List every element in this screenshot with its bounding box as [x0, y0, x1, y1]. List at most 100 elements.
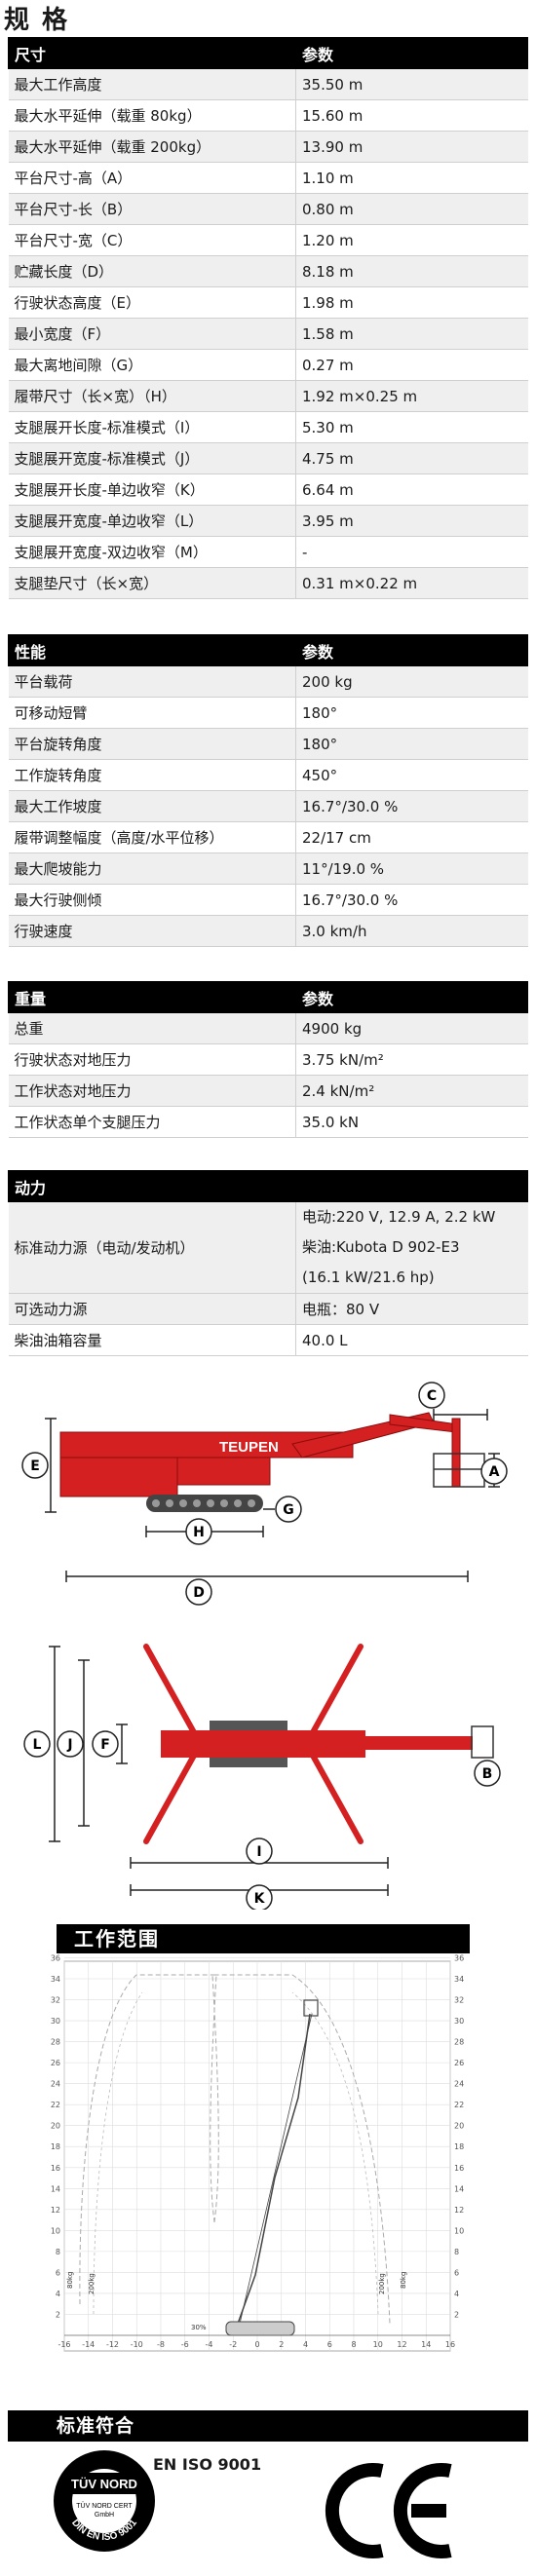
dimensions-name-cell: 支腿展开宽度-双边收窄（M） — [8, 536, 296, 568]
track-wheel — [179, 1499, 187, 1507]
y-tick-label: 32 — [454, 1996, 464, 2005]
dimension-label-j: J — [57, 1730, 84, 1758]
dimensions-value-cell: 8.18 m — [295, 255, 528, 287]
table-row: 行驶状态高度（E）1.98 m — [8, 286, 528, 319]
tuv-nord-seal-icon: TÜV NORD TÜV NORD CERT GmbH DIN EN ISO 9… — [54, 2450, 155, 2552]
performance-header-name: 性能 — [8, 634, 296, 666]
dimension-label-k: K — [246, 1884, 273, 1910]
x-tick-label: 14 — [421, 2340, 431, 2349]
svg-text:B: B — [482, 1766, 493, 1782]
performance-name-cell: 平台载荷 — [8, 665, 296, 698]
performance-value-cell: 450° — [295, 759, 528, 791]
y-tick-label: 36 — [454, 1953, 464, 1962]
table-row: 平台尺寸-长（B）0.80 m — [8, 193, 528, 225]
dimensions-value-cell: - — [295, 536, 528, 568]
dimensions-name-cell: 最小宽度（F） — [8, 318, 296, 350]
dimensions-name-cell: 行驶状态高度（E） — [8, 286, 296, 319]
working-envelope-inner — [93, 1991, 379, 2315]
y-tick-label: 26 — [51, 2059, 60, 2067]
dimensions-name-cell: 支腿展开宽度-标准模式（J） — [8, 442, 296, 474]
dimension-lines — [45, 1409, 500, 1582]
svg-text:F: F — [100, 1737, 110, 1753]
table-row: 最大离地间隙（G）0.27 m — [8, 349, 528, 381]
y-tick-label: 6 — [454, 2268, 459, 2277]
performance-name-cell: 可移动短臂 — [8, 697, 296, 729]
standards-title: 标准符合 — [8, 2410, 528, 2442]
table-row: 贮藏长度（D）8.18 m — [8, 255, 528, 287]
tuv-subtitle-2: GmbH — [95, 2512, 114, 2519]
annotation-80kg-right: 80kg — [400, 2272, 407, 2289]
weight-header-value: 参数 — [295, 981, 528, 1013]
annotation-200kg-right: 200kg — [378, 2273, 386, 2294]
y-tick-label: 2 — [454, 2310, 459, 2319]
performance-header-value: 参数 — [295, 634, 528, 666]
dimension-label-h: H — [185, 1518, 212, 1545]
x-tick-label: -14 — [82, 2340, 95, 2349]
svg-text:K: K — [254, 1891, 266, 1907]
track-wheel — [193, 1499, 201, 1507]
svg-text:I: I — [256, 1844, 261, 1860]
annotation-200kg-left: 200kg — [88, 2273, 96, 2294]
table-row: 支腿展开长度-单边收窄（K）6.64 m — [8, 474, 528, 506]
performance-value-cell: 22/17 cm — [295, 821, 528, 853]
weight-value-cell: 3.75 kN/m² — [295, 1043, 528, 1076]
performance-name-cell: 最大工作坡度 — [8, 790, 296, 822]
table-row: 支腿垫尺寸（长×宽）0.31 m×0.22 m — [8, 567, 528, 599]
weight-name-cell: 总重 — [8, 1012, 296, 1044]
performance-name-cell: 最大爬坡能力 — [8, 852, 296, 885]
dimension-label-a: A — [480, 1458, 508, 1485]
dimension-label-c: C — [418, 1382, 445, 1409]
y-tick-label: 20 — [454, 2122, 464, 2131]
svg-text:L: L — [33, 1737, 42, 1753]
table-row: 最大水平延伸（载重 200kg）13.90 m — [8, 131, 528, 163]
y-tick-label: 16 — [51, 2164, 60, 2173]
svg-text:G: G — [283, 1502, 294, 1518]
dimensions-value-cell: 0.27 m — [295, 349, 528, 381]
dimensions-value-cell: 3.95 m — [295, 505, 528, 537]
y-tick-label: 6 — [56, 2268, 60, 2277]
power-standard-label: 标准动力源（电动/发动机） — [8, 1201, 296, 1294]
machine-top-body — [161, 1725, 494, 1759]
y-tick-label: 30 — [51, 2017, 60, 2026]
performance-value-cell: 3.0 km/h — [295, 915, 528, 947]
table-row: 支腿展开宽度-标准模式（J）4.75 m — [8, 442, 528, 474]
y-tick-label: 4 — [454, 2290, 459, 2298]
dimensions-name-cell: 平台尺寸-高（A） — [8, 162, 296, 194]
power-line-output: (16.1 kW/21.6 hp) — [302, 1269, 435, 1286]
dimension-label-d: D — [185, 1578, 212, 1606]
weight-value-cell: 35.0 kN — [295, 1106, 528, 1138]
svg-text:D: D — [193, 1585, 205, 1601]
y-tick-label: 12 — [454, 2206, 464, 2215]
top-view-diagram: L J F B I K — [23, 1644, 501, 1910]
y-tick-label: 34 — [454, 1975, 464, 1984]
y-tick-label: 22 — [51, 2101, 60, 2109]
dimensions-value-cell: 1.58 m — [295, 318, 528, 350]
performance-value-cell: 16.7°/30.0 % — [295, 884, 528, 916]
performance-name-cell: 最大行驶侧倾 — [8, 884, 296, 916]
dimensions-name-cell: 最大水平延伸（载重 80kg） — [8, 99, 296, 132]
x-tick-label: 4 — [303, 2340, 308, 2349]
y-tick-label: 28 — [51, 2038, 60, 2047]
y-tick-label: 2 — [56, 2310, 60, 2319]
dimension-label-e: E — [21, 1452, 49, 1479]
x-tick-label: 8 — [351, 2340, 356, 2349]
y-tick-label: 12 — [51, 2206, 60, 2215]
table-row: 履带调整幅度（高度/水平位移）22/17 cm — [8, 821, 528, 853]
machine-side-body — [59, 1412, 461, 1497]
power-table: 动力 标准动力源（电动/发动机） 电动:220 V, 12.9 A, 2.2 k… — [8, 1170, 528, 1356]
dimension-label-i: I — [246, 1837, 273, 1865]
svg-text:A: A — [489, 1464, 500, 1480]
